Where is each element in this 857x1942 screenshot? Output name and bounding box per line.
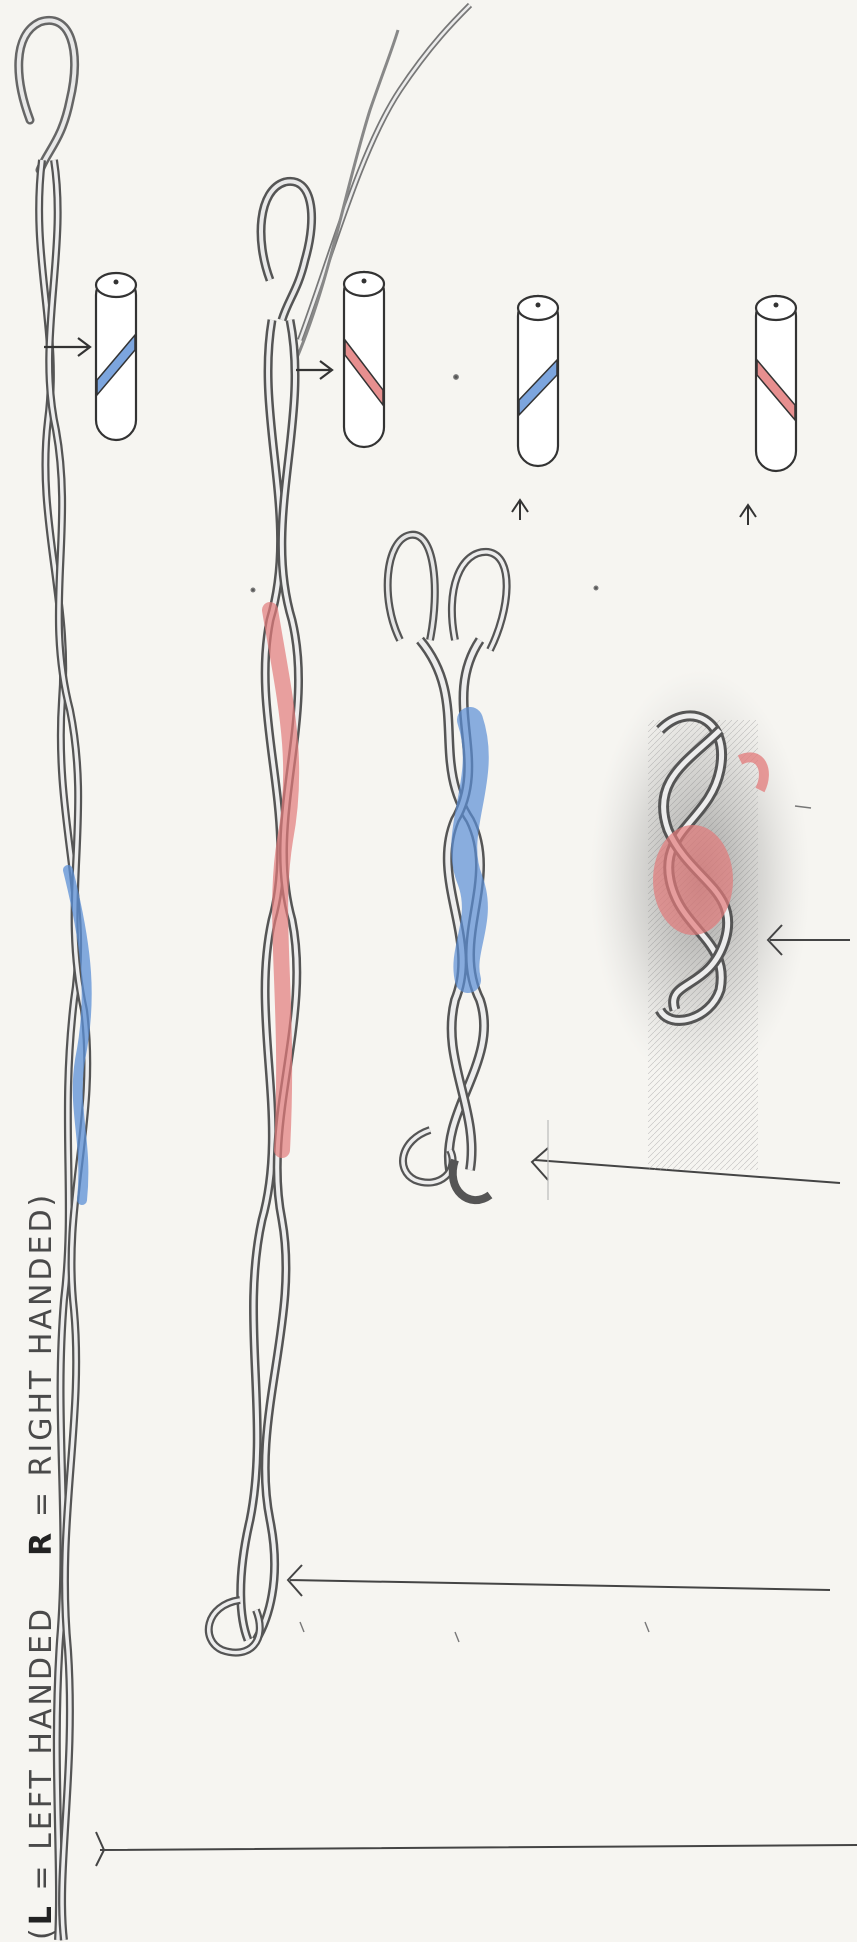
handedness-legend: (L = LEFT HANDED R = RIGHT HANDED): [24, 1192, 59, 1940]
twist-cylinder-4: [740, 296, 796, 525]
open-paren: (: [24, 1925, 59, 1940]
twist-cylinder-3: [512, 296, 558, 520]
strand-4-knot: [590, 670, 850, 1170]
close-paren: ): [24, 1192, 59, 1207]
twist-cylinder-2: [344, 272, 384, 447]
right-code: R: [24, 1530, 59, 1556]
left-handed-text: = LEFT HANDED: [24, 1606, 59, 1891]
twist-cylinder-1: [96, 273, 136, 440]
left-code: L: [24, 1903, 59, 1925]
right-handed-text: = RIGHT HANDED: [24, 1206, 59, 1517]
